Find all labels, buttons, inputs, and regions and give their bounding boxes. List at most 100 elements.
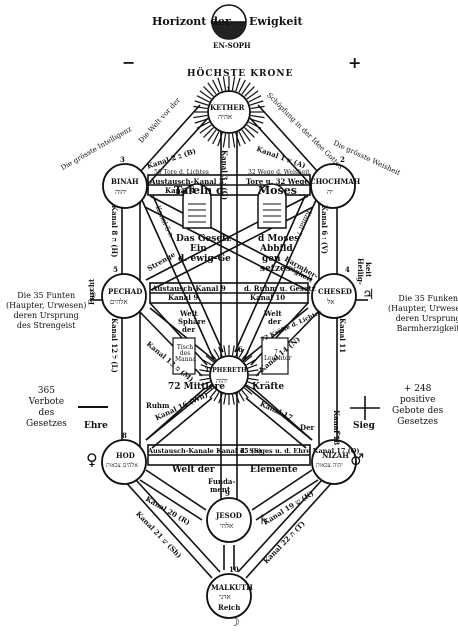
path-kether-chochmah2 [249,117,311,185]
pechad-hebrew: אלהים [110,298,128,306]
sun-ray [217,77,223,92]
bottom-moon-icon: ☽ [229,615,240,629]
sun-ray [196,121,210,129]
welt-der-label: Welt der [172,465,215,475]
sun-ray [238,348,245,358]
jesod-num: 9 [225,489,230,498]
sun-ray [194,118,209,124]
sun-ray [205,355,215,363]
sun-ray [199,377,210,381]
funda-label: Funda- [208,477,236,486]
tore-licht-label: 50 Tore d. Lichtes [154,169,209,176]
kanal-9-label: Kanal 9 [168,293,199,302]
nizah-name: NIZAH [322,451,349,460]
right-note-gebote: + 248 positive Gebote des Gesetzes [392,384,444,427]
pechad-num: 5 [113,265,118,274]
sun-ray [231,345,235,356]
keit-label: keit [364,262,373,278]
saturn-symbol-icon: ♄ [258,513,270,528]
sun-ray [199,369,210,373]
der-left-label: der [182,325,196,334]
sun-ray [231,133,236,148]
nizah-num: 7 [336,431,341,440]
sun-ray [223,345,227,356]
sun-ray [196,95,210,103]
hoechste-krone-label: HÖCHSTE KRONE [187,69,294,79]
sun-ray [244,127,255,138]
sephira-jesod-circle [206,497,252,543]
chochmah-hebrew: יה [327,188,333,196]
sun-ray [209,389,217,399]
path-binah-chesed1 [149,195,313,281]
path-binah-tiphereth2 [152,195,224,353]
ment-label: ment [210,485,231,494]
sun-ray [202,384,212,391]
sun-ray [193,114,208,119]
der-right-label: der [268,317,282,326]
sun-ray [194,100,209,106]
path-nizah-jesod2 [255,479,319,521]
moon-symbol-icon: ☽ [84,288,97,304]
sun-ray [243,355,253,363]
sun-ray [235,77,241,92]
hod-name: HOD [116,451,135,460]
chesed-hebrew: אל [327,298,335,306]
sun-ray [238,131,246,145]
pechad-name: PECHAD [108,287,143,296]
heilig-label: Heilig- [356,258,365,285]
chochmah-num: 2 [340,155,345,164]
sun-ray [231,76,236,91]
kanal-18-label: Kanal 18 [332,410,341,446]
binah-name: BINAH [111,177,139,186]
path-kether-binah1 [139,104,201,173]
sun-ray [217,132,223,147]
sun-ray [202,359,212,366]
sun-ray [223,394,227,405]
leuchter-label: 7 Leuchter [264,349,292,362]
sun-ray [209,351,217,361]
binah-hebrew: יהוה [115,188,127,196]
tablet-right-icon [257,183,287,229]
d-moses-label: d Moses [258,234,300,244]
jesod-name: JESOD [216,511,242,520]
hod-num: 8 [122,431,127,440]
sun-ray [248,121,262,129]
path-tiphereth-hod2 [151,397,213,449]
kether-hebrew: אהיה [218,113,233,121]
sun-ray [222,133,227,148]
hod-hebrew: אלהים צבאות [106,462,138,469]
ein-label: Ein [190,244,207,254]
mars-symbol-icon: ♂ [350,450,365,469]
sun-ray [246,359,256,366]
sun-ray [235,346,240,357]
path-chochmah-tiphereth2 [234,195,306,353]
austausch-3-label: Austausch-Kanal 3 [150,177,224,186]
path-binah-tiphereth1 [141,199,215,361]
path-chesed-tiphereth1 [250,302,309,366]
sun-ray [218,393,223,404]
malkuth-num: 10 [229,565,239,574]
en-soph-label: EN-SOPH [213,41,251,50]
ehre-label: Ehre [84,421,108,431]
sun-ray [248,369,259,373]
path-pechad-tiphereth1 [149,302,208,366]
kanal-8-label: Kanal 8 ח (H) [110,205,119,258]
horizon-label-left: Horizont der [152,15,231,28]
sun-ray [218,346,223,357]
sun-ray [241,129,251,142]
kraefte-label: Kräfte [252,382,285,392]
wege-weisheit-label: 32 Wege d. Weisheit [248,169,310,176]
sieg-label: Sieg [353,421,375,431]
path-hod-malkuth2 [135,479,221,573]
sun-ray [207,129,217,142]
moses-label: Moses [258,184,297,197]
austausch-9-label: Austausch-Kanal 9 [152,284,226,293]
sephira-malkuth-circle [206,573,252,619]
welt-left-label: Welt [180,309,198,318]
path-kether-binah2 [147,117,209,185]
path-nizah-malkuth1 [245,477,337,579]
sephira-chochmah-circle [310,163,356,209]
sun-ray [213,348,220,358]
